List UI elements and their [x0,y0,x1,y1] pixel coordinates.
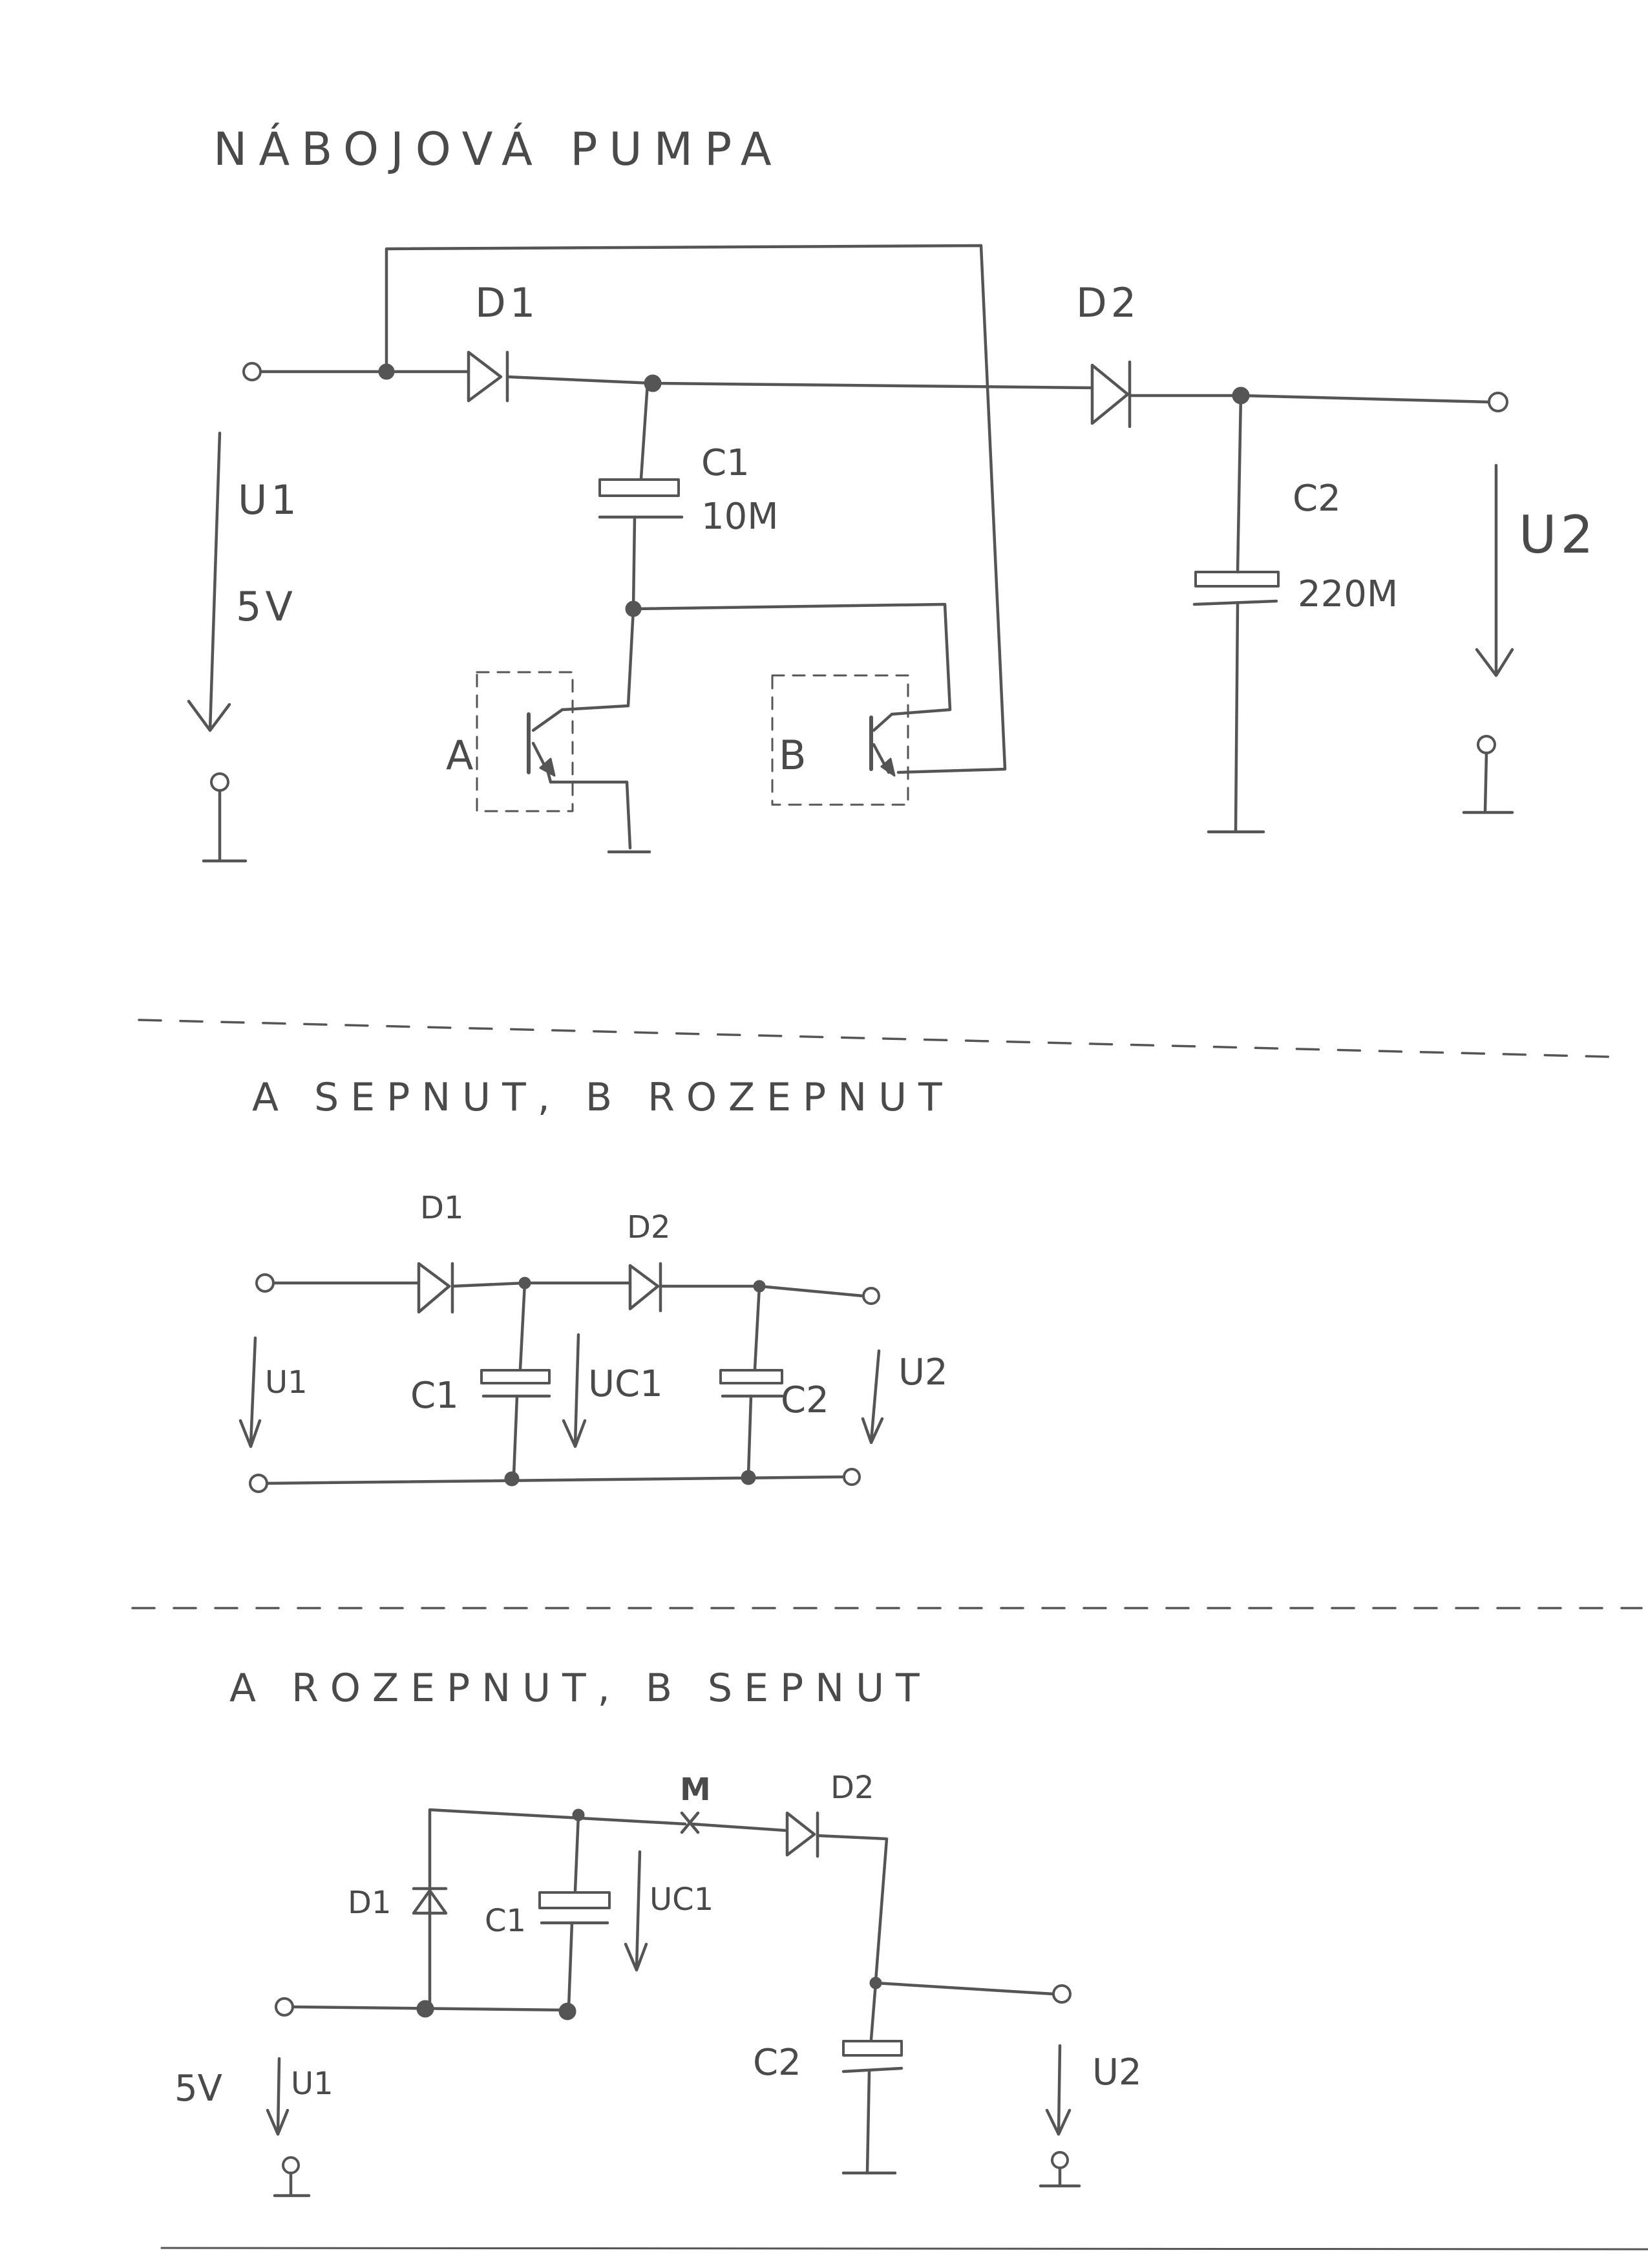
diode-d2-3 [785,1811,819,1858]
diode-d1-2 [417,1262,454,1314]
diode-d2 [1090,360,1132,429]
wire-output [1239,394,1492,404]
page-bottom-edge [160,2247,1648,2251]
voltage-arrow-u2-2 [861,1349,884,1445]
input-terminal [242,362,262,381]
input-terminal-3 [275,1997,294,2017]
wire-c1-bottom [631,515,637,611]
label-u1-value-3: 5V [174,2068,222,2110]
label-m: M [680,1772,711,1808]
capacitor-c2-2 [719,1369,784,1398]
label-d2: D2 [1076,279,1140,326]
diode-d2-2 [628,1262,662,1313]
wire-c1-top [639,381,650,480]
diode-d1 [467,350,509,403]
label-d1-2: D1 [420,1190,464,1226]
label-c2: C2 [1293,478,1341,520]
wire-c2-bottom [1234,602,1240,832]
capacitor-c1-3 [538,1891,611,1925]
label-switch-a: A [446,732,477,779]
label-c2-value: 220M [1298,573,1398,615]
label-u1-2: U1 [265,1364,308,1401]
output-terminal-2 [862,1287,880,1305]
transistor-switch-b [771,674,909,806]
voltage-arrow-uc1 [562,1333,587,1448]
feedback-wire [385,244,1007,774]
label-uc1-3: UC1 [650,1881,713,1918]
section-divider-1 [138,1019,1611,1058]
label-c2-2: C2 [781,1379,829,1421]
output-terminal-3 [1052,1984,1072,2004]
page-title: NÁBOJOVÁ PUMPA [213,123,783,176]
ground-terminal-2 [249,1474,268,1493]
ground-terminal-u1 [210,772,229,792]
transistor-switch-a [476,671,632,850]
label-c1-2: C1 [410,1375,459,1417]
diode-d1-3 [412,1887,448,1915]
label-u1-3: U1 [291,2066,333,2102]
circuit-b-closed: M D2 D1 C1 UC1 [174,1770,1142,2198]
section3-heading: A ROZEPNUT, B SEPNUT [229,1666,931,1711]
wire-to-switch-a [626,607,635,708]
label-uc1-2: UC1 [588,1363,663,1405]
label-d1-3: D1 [348,1885,392,1921]
circuit-a-closed: D1 D2 C1 UC1 C2 [238,1190,948,1493]
point-m-marker [680,1811,700,1834]
capacitor-c1 [598,478,684,519]
capacitor-c1-2 [480,1369,551,1398]
section2-heading: A SEPNUT, B ROZEPNUT [252,1075,954,1120]
label-c1-value: 10M [701,496,779,538]
ground-terminal-u2 [1477,735,1496,754]
label-u2-2: U2 [898,1351,948,1394]
voltage-arrow-u2-3 [1045,2044,1072,2136]
wire-c2-top [1236,394,1243,574]
ground-terminal-u1-3 [282,2156,300,2174]
label-u2: U2 [1519,505,1597,565]
output-ground-terminal-2 [843,1468,861,1486]
label-c1-3: C1 [485,1903,526,1939]
label-switch-b: B [779,732,810,779]
wire-d1-node [505,375,655,385]
capacitor-c2 [1192,571,1280,606]
voltage-arrow-u1-2 [238,1336,262,1448]
ground-wire-u2 [1483,751,1488,813]
output-terminal [1488,392,1508,412]
input-terminal-2 [255,1273,275,1293]
voltage-arrow-u1-3 [266,2057,290,2136]
wire-node-d2 [651,381,1094,390]
label-d1: D1 [475,279,539,326]
voltage-arrow-u2 [1475,463,1514,677]
label-c2-3: C2 [753,2042,801,2084]
junction-dot [378,363,395,380]
circuit-charge-pump: D1 D2 C1 10M [187,244,1597,863]
wire-to-switch-b [631,602,952,716]
label-d2-2: D2 [627,1209,671,1245]
voltage-arrow-u1 [187,431,231,732]
label-u2-3: U2 [1092,2051,1142,2093]
ground-terminal-u2-3 [1051,2151,1069,2169]
label-d2-3: D2 [830,1770,874,1806]
label-u1: U1 [238,476,301,524]
capacitor-c2-3 [841,2040,903,2073]
label-c1: C1 [701,442,750,484]
voltage-arrow-uc1-3 [624,1850,648,1972]
label-u1-value: 5V [236,583,297,630]
